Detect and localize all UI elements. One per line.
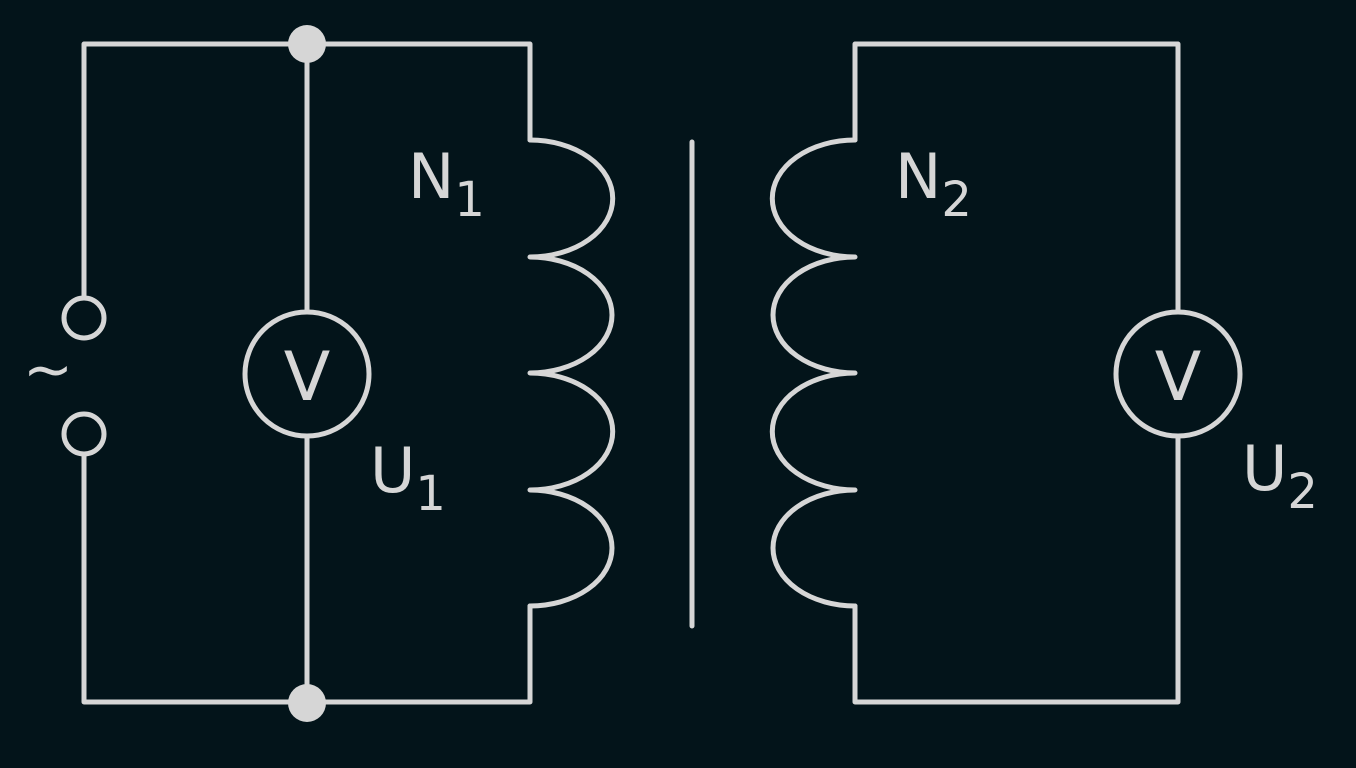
secondary-coil (769, 137, 858, 609)
primary-voltmeter (242, 309, 372, 439)
primary-coil (527, 137, 616, 609)
source-terminal-bottom (61, 411, 107, 457)
primary-voltage-label: U1 (370, 434, 446, 522)
junction-dot-bottom (288, 684, 326, 722)
secondary-turns-label: N2 (895, 140, 972, 228)
secondary-voltmeter-symbol: V (1155, 338, 1202, 417)
secondary-voltmeter (1113, 309, 1243, 439)
secondary-top-wire (852, 41, 1181, 315)
junction-dot-top (288, 25, 326, 63)
primary-voltmeter-symbol: V (284, 338, 331, 417)
ac-source-symbol: ~ (23, 335, 73, 405)
secondary-bottom-wire (852, 433, 1181, 705)
secondary-voltage-label: U2 (1242, 432, 1318, 520)
source-terminal-top (61, 295, 107, 341)
primary-turns-label: N1 (408, 140, 485, 228)
